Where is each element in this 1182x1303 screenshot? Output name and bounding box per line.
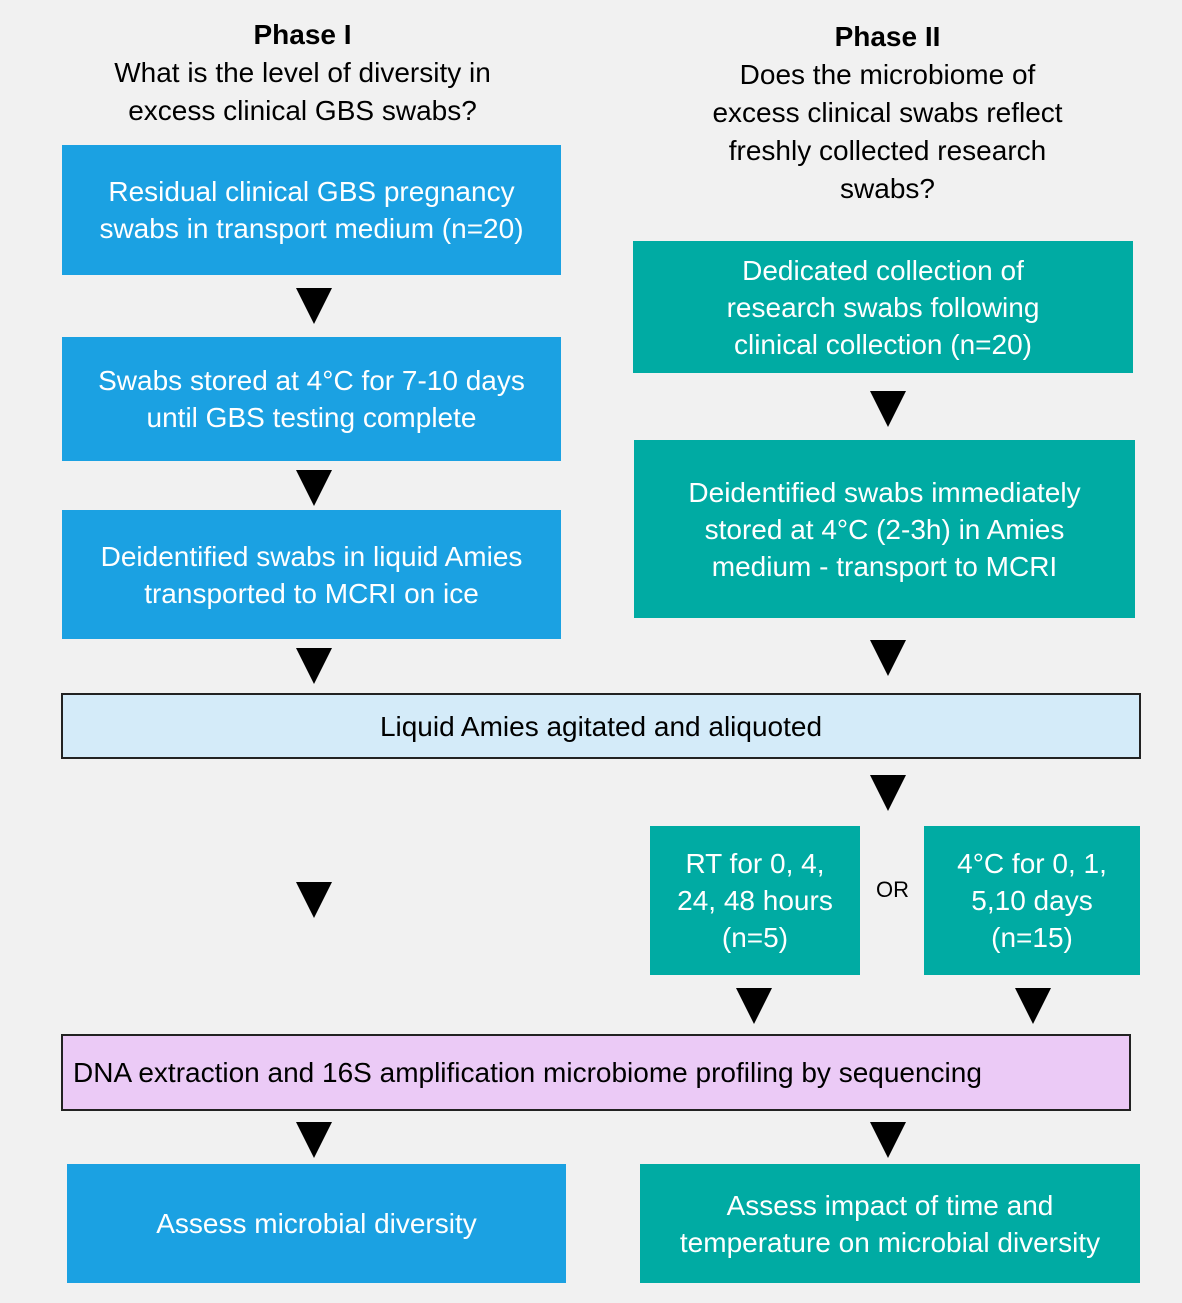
phase2-question: Does the microbiome of excess clinical s… — [712, 59, 1063, 204]
phase1-title: Phase I — [253, 19, 352, 50]
arrow-down-icon — [296, 288, 332, 324]
arrow-down-icon — [870, 391, 906, 427]
arrow-down-icon — [870, 640, 906, 676]
phase1-outcome-box: Assess microbial diversity — [67, 1164, 566, 1283]
phase2-storage-box: Deidentified swabs immediately stored at… — [634, 440, 1135, 618]
option-cold-storage-box: 4°C for 0, 1, 5,10 days (n=15) — [924, 826, 1140, 975]
phase2-collection-box: Dedicated collection of research swabs f… — [633, 241, 1133, 373]
phase1-transport-box: Deidentified swabs in liquid Amies trans… — [62, 510, 561, 639]
phase1-storage-box: Swabs stored at 4°C for 7-10 days until … — [62, 337, 561, 461]
phase2-title: Phase II — [834, 21, 941, 52]
option-room-temperature-box: RT for 0, 4, 24, 48 hours (n=5) — [650, 826, 860, 975]
arrow-down-icon — [296, 882, 332, 918]
arrow-down-icon — [296, 470, 332, 506]
extraction-box: DNA extraction and 16S amplification mic… — [61, 1034, 1131, 1111]
arrow-down-icon — [1015, 988, 1051, 1024]
arrow-down-icon — [870, 1122, 906, 1158]
phase1-heading: Phase I What is the level of diversity i… — [60, 16, 545, 130]
arrow-down-icon — [736, 988, 772, 1024]
phase2-outcome-box: Assess impact of time and temperature on… — [640, 1164, 1140, 1283]
arrow-down-icon — [296, 1122, 332, 1158]
aliquot-box: Liquid Amies agitated and aliquoted — [61, 693, 1141, 759]
phase1-residual-swabs-box: Residual clinical GBS pregnancy swabs in… — [62, 145, 561, 275]
or-label: OR — [876, 877, 909, 902]
arrow-down-icon — [870, 775, 906, 811]
arrow-down-icon — [296, 648, 332, 684]
phase1-question: What is the level of diversity in excess… — [114, 57, 491, 126]
phase2-heading: Phase II Does the microbiome of excess c… — [630, 18, 1145, 208]
